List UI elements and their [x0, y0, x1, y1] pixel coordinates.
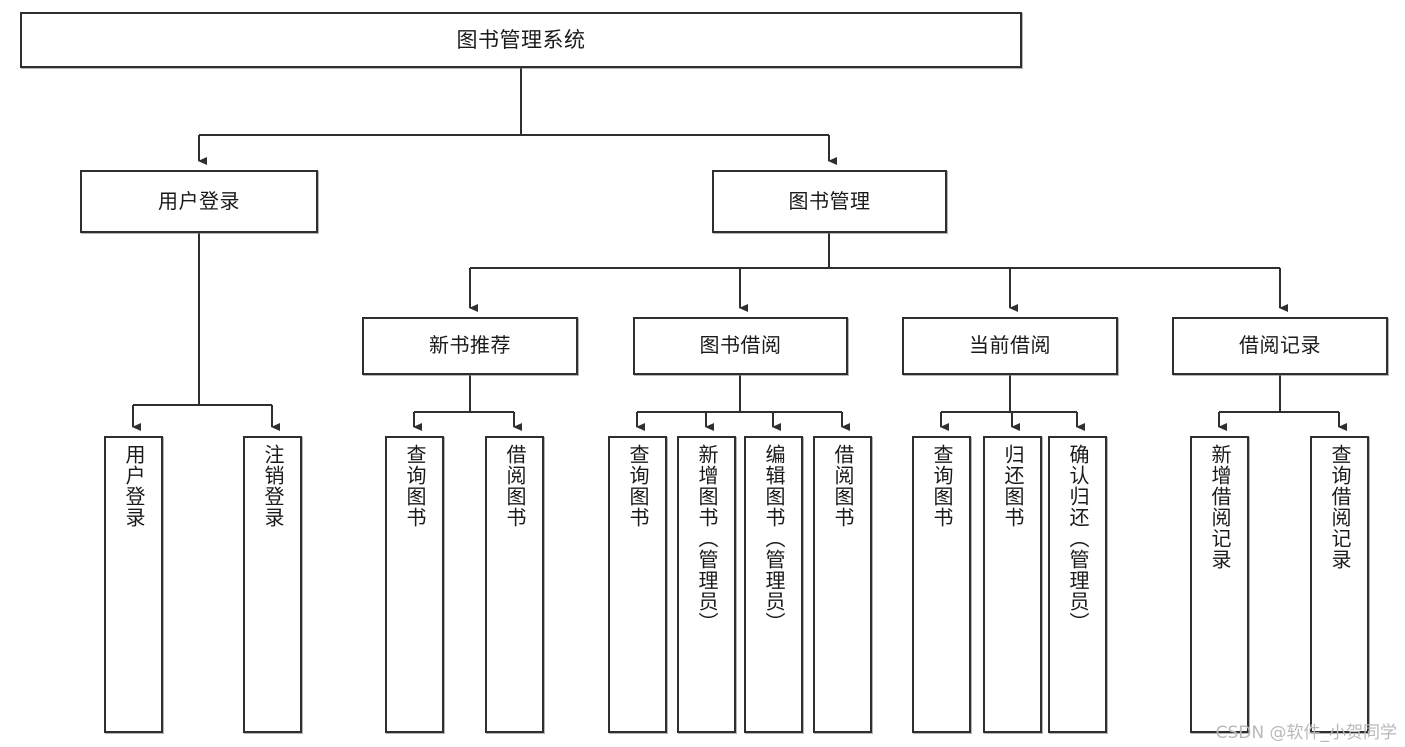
node-label: 查询图书	[626, 444, 650, 528]
node-label: 注销登录	[261, 444, 285, 528]
node-label: 新增图书（管理员）	[695, 444, 719, 633]
node-label: 查询借阅记录	[1328, 444, 1352, 570]
node-leaf-confirm-return-admin[interactable]: 确认归还（管理员）	[1048, 436, 1107, 733]
node-label: 新增借阅记录	[1208, 444, 1232, 570]
node-leaf-borrow-book-2[interactable]: 借阅图书	[813, 436, 872, 733]
node-label: 当前借阅	[969, 333, 1051, 358]
node-leaf-add-borrow-record[interactable]: 新增借阅记录	[1190, 436, 1249, 733]
node-book-borrow[interactable]: 图书借阅	[633, 317, 848, 375]
node-current-borrow[interactable]: 当前借阅	[902, 317, 1118, 375]
node-root-label: 图书管理系统	[456, 27, 586, 52]
node-label: 查询图书	[403, 444, 427, 528]
node-user-login[interactable]: 用户登录	[80, 170, 318, 233]
node-label: 借阅图书	[831, 444, 855, 528]
node-leaf-query-book-3[interactable]: 查询图书	[912, 436, 971, 733]
node-label: 查询图书	[930, 444, 954, 528]
node-book-manage[interactable]: 图书管理	[712, 170, 947, 233]
node-leaf-query-borrow-record[interactable]: 查询借阅记录	[1310, 436, 1369, 733]
node-leaf-add-book-admin[interactable]: 新增图书（管理员）	[677, 436, 736, 733]
node-leaf-user-login[interactable]: 用户登录	[104, 436, 163, 733]
node-label: 用户登录	[158, 188, 240, 213]
node-label: 借阅图书	[503, 444, 527, 528]
node-label: 新书推荐	[429, 333, 511, 358]
node-leaf-edit-book-admin[interactable]: 编辑图书（管理员）	[744, 436, 803, 733]
node-leaf-borrow-book-1[interactable]: 借阅图书	[485, 436, 544, 733]
watermark: CSDN @软件_小贺同学	[1215, 723, 1397, 743]
node-label: 用户登录	[122, 444, 146, 528]
node-leaf-query-book-2[interactable]: 查询图书	[608, 436, 667, 733]
node-label: 借阅记录	[1239, 333, 1321, 358]
node-label: 图书借阅	[699, 333, 782, 358]
node-label: 图书管理	[788, 188, 871, 213]
node-root[interactable]: 图书管理系统	[20, 12, 1022, 68]
node-leaf-return-book[interactable]: 归还图书	[983, 436, 1042, 733]
node-label: 归还图书	[1001, 444, 1025, 528]
node-label: 编辑图书（管理员）	[762, 444, 786, 633]
node-new-book-recommend[interactable]: 新书推荐	[362, 317, 578, 375]
node-leaf-query-book-1[interactable]: 查询图书	[385, 436, 444, 733]
node-label: 确认归还（管理员）	[1066, 444, 1090, 633]
node-borrow-record[interactable]: 借阅记录	[1172, 317, 1388, 375]
node-leaf-logout-login[interactable]: 注销登录	[243, 436, 302, 733]
